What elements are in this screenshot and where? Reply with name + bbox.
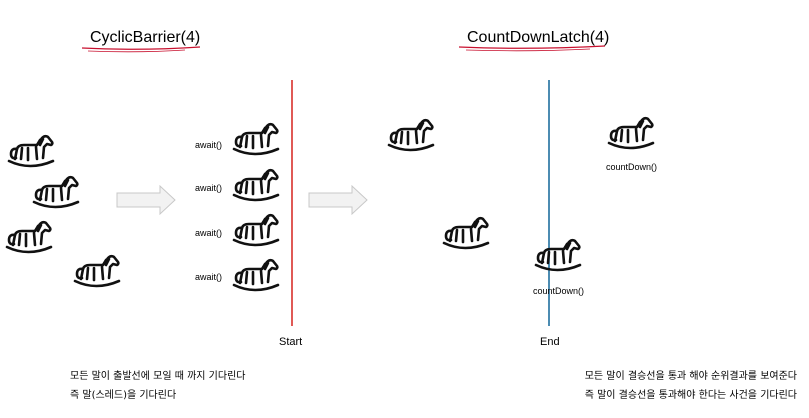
countdownlatch-note-line1: 모든 말이 결승선을 통과 해야 순위결과를 보여준다 (585, 369, 797, 382)
await-label: await() (195, 272, 222, 282)
countdown-label: countDown() (606, 162, 657, 172)
rocking-horse-icon (534, 238, 582, 272)
right-arrow-icon (308, 184, 368, 216)
await-label: await() (195, 228, 222, 238)
rocking-horse-icon (387, 118, 435, 152)
end-label: End (540, 336, 560, 348)
await-label: await() (195, 183, 222, 193)
rocking-horse-icon (73, 254, 121, 288)
rocking-horse-icon (5, 220, 53, 254)
countdownlatch-title: CountDownLatch(4) (467, 29, 609, 46)
cyclicbarrier-underline-2 (87, 49, 186, 53)
rocking-horse-icon (442, 216, 490, 250)
start-label: Start (279, 336, 302, 348)
rocking-horse-icon (232, 122, 280, 156)
countdownlatch-note-line2: 즉 말이 결승선을 통과해야 한다는 사건을 기다린다 (585, 388, 797, 401)
countdownlatch-underline-2 (465, 48, 591, 52)
cyclicbarrier-note-line2: 즉 말(스레드)을 기다린다 (70, 389, 176, 401)
countdown-label: countDown() (533, 286, 584, 296)
cyclicbarrier-note-line1: 모든 말이 출발선에 모일 때 까지 기다린다 (70, 370, 245, 382)
countdownlatch-underline (458, 45, 606, 49)
rocking-horse-icon (32, 175, 80, 209)
cyclicbarrier-underline (81, 46, 201, 50)
await-label: await() (195, 140, 222, 150)
rocking-horse-icon (232, 168, 280, 202)
cyclicbarrier-title: CyclicBarrier(4) (90, 29, 200, 46)
rocking-horse-icon (232, 258, 280, 292)
rocking-horse-icon (232, 213, 280, 247)
rocking-horse-icon (7, 134, 55, 168)
right-arrow-icon (116, 184, 176, 216)
rocking-horse-icon (607, 116, 655, 150)
